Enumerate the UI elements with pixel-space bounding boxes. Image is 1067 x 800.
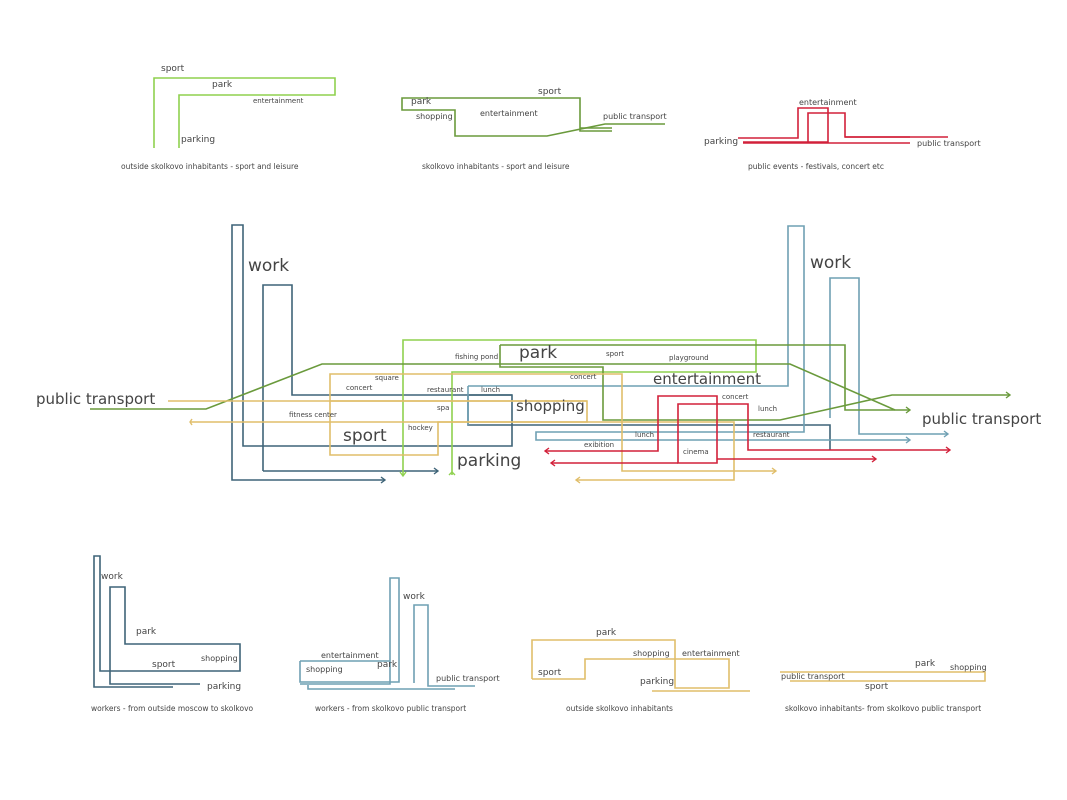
label-entertainment: entertainment [253, 97, 304, 105]
route-line [401, 97, 665, 137]
label-shopping: shopping [516, 397, 585, 415]
diagram-caption: outside skolkovo inhabitants - sport and… [121, 162, 299, 171]
arrow-head [448, 471, 456, 476]
arrow-head [399, 471, 407, 478]
label-sport: sport [538, 87, 562, 97]
arrow-head [871, 455, 878, 463]
label-public-transport: public transport [436, 674, 500, 683]
route-line [93, 555, 241, 688]
label-lunch: lunch [758, 405, 778, 413]
label-fishing-pond: fishing pond [455, 353, 499, 361]
route-line [231, 224, 831, 481]
route-line [499, 345, 1010, 421]
route-line [738, 107, 829, 143]
route-line [307, 685, 455, 690]
label-work: work [403, 592, 425, 602]
label-sport: sport [865, 682, 889, 692]
label-concert: concert [722, 393, 749, 401]
route-line [413, 604, 475, 687]
label-playground: playground [669, 354, 709, 362]
label-parking: parking [207, 682, 242, 692]
label-public-transport: public transport [917, 139, 981, 148]
arrow-head [1005, 391, 1012, 399]
route-line [829, 277, 948, 435]
label-hockey: hockey [408, 424, 433, 432]
arrow-head [543, 447, 550, 455]
label-entertainment: entertainment [682, 649, 740, 658]
label-public-transport-left: public transport [36, 390, 156, 408]
diagram-caption: workers - from outside moscow to skolkov… [91, 704, 254, 713]
label-restaurant: restaurant [427, 386, 464, 394]
route-line [531, 639, 730, 689]
diagram-caption: public events - festivals, concert etc [748, 162, 884, 171]
arrow-head [380, 476, 387, 484]
label-work-left: work [248, 256, 290, 276]
label-lunch: lunch [481, 386, 501, 394]
label-lunch: lunch [635, 431, 655, 439]
route-line [780, 671, 986, 682]
label-park: park [596, 628, 617, 638]
label-parking: parking [640, 677, 675, 687]
label-exibition: exibition [584, 441, 615, 449]
arrow-head [433, 467, 440, 475]
route-line [190, 421, 735, 481]
label-sport: sport [538, 668, 562, 678]
diagram-caption: outside skolkovo inhabitants [566, 704, 673, 713]
label-park: park [377, 660, 398, 670]
label-spa: spa [437, 404, 450, 412]
label-concert: concert [346, 384, 373, 392]
label-entertainment: entertainment [480, 109, 538, 118]
label-public-transport: public transport [603, 112, 667, 121]
label-park: park [915, 659, 936, 669]
diagram-caption: workers - from skolkovo public transport [315, 704, 467, 713]
route-line [153, 77, 336, 148]
arrow-head [943, 430, 950, 438]
label-shopping: shopping [633, 649, 670, 658]
label-park: park [136, 627, 157, 637]
label-sport: sport [161, 64, 185, 74]
label-public-transport: public transport [781, 672, 845, 681]
route-line [299, 577, 400, 685]
arrow-head [549, 459, 556, 467]
label-shopping: shopping [416, 112, 453, 121]
route-line [468, 225, 910, 441]
label-work: work [101, 572, 123, 582]
arrow-head [905, 406, 912, 414]
route-line [402, 339, 757, 475]
label-restaurant: restaurant [753, 431, 790, 439]
label-sport: sport [343, 426, 387, 446]
label-cinema: cinema [683, 448, 709, 456]
label-concert: concert [570, 373, 597, 381]
label-fitness-center: fitness center [289, 411, 337, 419]
label-park: park [519, 343, 558, 363]
label-shopping: shopping [306, 665, 343, 674]
route-line [545, 395, 950, 464]
label-park: park [411, 97, 432, 107]
label-square: square [375, 374, 399, 382]
label-sport: sport [152, 660, 176, 670]
diagram-caption: skolkovo inhabitants- from skolkovo publ… [785, 704, 982, 713]
arrow-head [905, 436, 912, 444]
label-shopping: shopping [201, 654, 238, 663]
label-entertainment: entertainment [653, 370, 761, 388]
label-work-right: work [810, 253, 852, 273]
label-entertainment: entertainment [799, 98, 857, 107]
route-line [262, 284, 512, 471]
arrow-head [771, 467, 778, 475]
label-parking: parking [181, 135, 216, 145]
arrow-head [189, 418, 193, 426]
arrow-head [574, 476, 581, 484]
label-parking: parking [457, 451, 522, 471]
label-park: park [212, 80, 233, 90]
route-line [500, 344, 910, 411]
label-entertainment: entertainment [321, 651, 379, 660]
label-parking: parking [704, 137, 739, 147]
route-line [90, 363, 896, 411]
diagram-caption: skolkovo inhabitants - sport and leisure [422, 162, 570, 171]
label-public-transport-right: public transport [922, 410, 1042, 428]
label-shopping: shopping [950, 663, 987, 672]
arrow-head [945, 446, 952, 454]
label-sport-small: sport [606, 350, 624, 358]
